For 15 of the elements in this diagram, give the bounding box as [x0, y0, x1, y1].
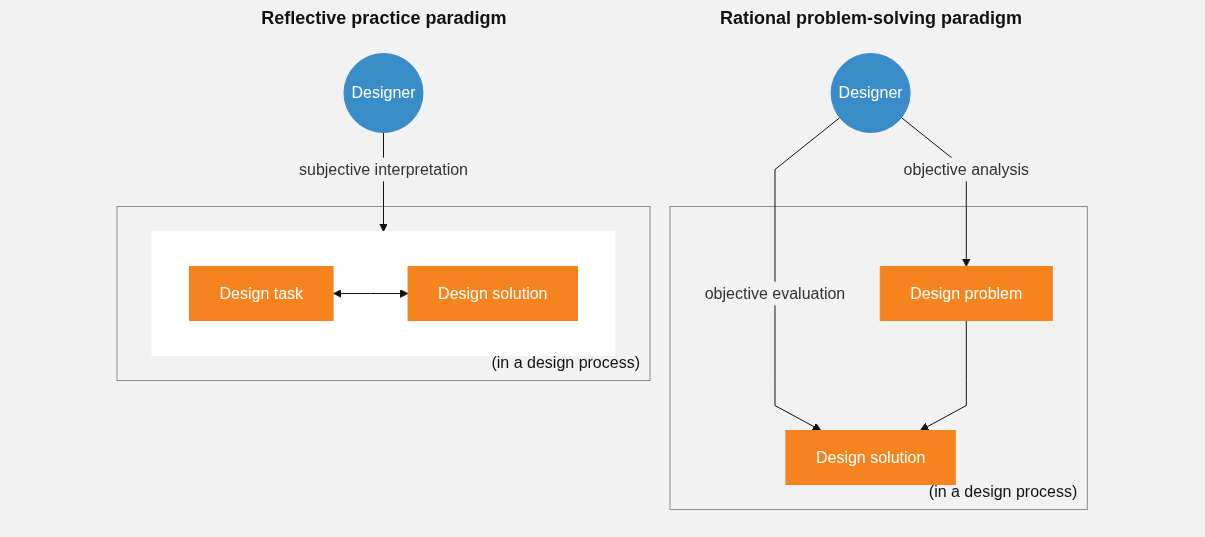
section-heading: Reflective practice paradigm — [261, 8, 507, 29]
node-box: Design task — [189, 266, 334, 321]
edge-label: objective evaluation — [705, 284, 846, 302]
node-circle: Designer — [343, 53, 424, 133]
node-box: Design solution — [407, 266, 579, 321]
node-box: Design solution — [785, 430, 957, 485]
arrow — [920, 320, 968, 431]
node-box: Design problem — [880, 266, 1054, 321]
arrow — [333, 289, 409, 298]
arrow — [774, 117, 841, 431]
node-circle: Designer — [830, 53, 911, 133]
edge-label: subjective interpretation — [299, 160, 469, 178]
edge-label: objective analysis — [903, 160, 1030, 178]
cluster — [151, 231, 616, 356]
section-heading: Rational problem-solving paradigm — [719, 8, 1022, 29]
